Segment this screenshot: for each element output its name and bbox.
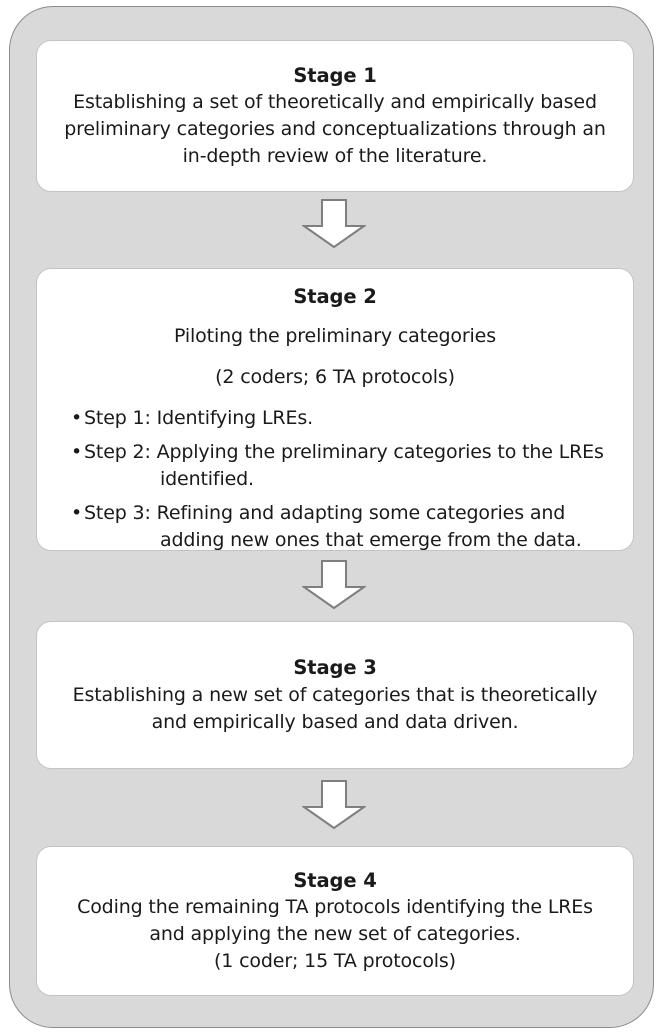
stage-1-body-line-1: Establishing a set of theoretically and … [73, 91, 597, 114]
bullet-icon: • [71, 501, 83, 524]
arrow-down-icon-3 [302, 780, 366, 830]
stage-2-header-block: Stage 2 Piloting the preliminary categor… [53, 283, 617, 391]
stage-2-step-1-text: Step 1: Identifying LREs. [84, 405, 617, 432]
stage-box-2: Stage 2 Piloting the preliminary categor… [36, 268, 634, 551]
stage-2-step-list: • Step 1: Identifying LREs. • Step 2: Ap… [53, 405, 617, 554]
stage-2-title: Stage 2 [293, 285, 377, 308]
arrow-down-icon-2 [302, 560, 366, 610]
arrow-down-icon-1 [302, 199, 366, 249]
stage-box-4: Stage 4 Coding the remaining TA protocol… [36, 846, 634, 996]
stage-2-step-2-continuation: identified. [160, 467, 254, 490]
stage-box-1: Stage 1 Establishing a set of theoretica… [36, 40, 634, 192]
stage-4-body-line-1: Coding the remaining TA protocols identi… [77, 896, 593, 919]
stage-2-subtitle: Piloting the preliminary categories [174, 324, 496, 347]
stage-box-3: Stage 3 Establishing a new set of catego… [36, 621, 634, 769]
stage-3-body-line-2: and empirically based and data driven. [151, 710, 519, 733]
stage-2-step-3-main: Step 3: Refining and adapting some categ… [84, 501, 566, 524]
stage-4-body-line-2: and applying the new set of categories. [149, 923, 521, 946]
stage-2-note: (2 coders; 6 TA protocols) [215, 365, 455, 388]
stage-4-note: (1 coder; 15 TA protocols) [214, 950, 456, 973]
stage-1-body-line-2: preliminary categories and conceptualiza… [64, 118, 606, 141]
stage-3-body-line-1: Establishing a new set of categories tha… [72, 683, 598, 706]
stage-3-title: Stage 3 [293, 656, 377, 680]
stage-1-body: Establishing a set of theoretically and … [64, 89, 606, 170]
stage-1-body-line-3: in-depth review of the literature. [182, 145, 488, 168]
bullet-icon: • [71, 406, 83, 429]
stage-3-body: Establishing a new set of categories tha… [73, 682, 598, 736]
stage-2-step-3-continuation: adding new ones that emerge from the dat… [160, 528, 582, 551]
stage-2-step-1-main: Step 1: Identifying LREs. [84, 406, 313, 429]
bullet-icon: • [71, 440, 83, 463]
stage-2-step-2-main: Step 2: Applying the preliminary categor… [84, 440, 604, 463]
stage-4-title: Stage 4 [293, 868, 377, 892]
list-item: • Step 3: Refining and adapting some cat… [53, 500, 617, 554]
stage-1-title: Stage 1 [293, 63, 377, 87]
stage-4-body: Coding the remaining TA protocols identi… [77, 894, 593, 948]
list-item: • Step 1: Identifying LREs. [53, 405, 617, 432]
stage-2-step-3-text: Step 3: Refining and adapting some categ… [84, 500, 617, 554]
list-item: • Step 2: Applying the preliminary categ… [53, 439, 617, 493]
stage-2-step-2-text: Step 2: Applying the preliminary categor… [84, 439, 617, 493]
